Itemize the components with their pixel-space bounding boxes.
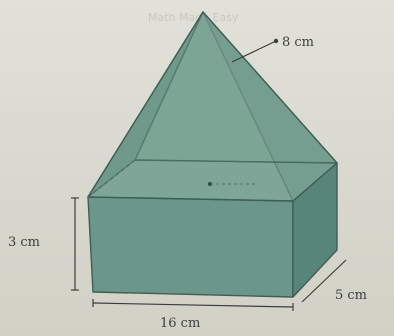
depth-label: 5 cm	[335, 288, 367, 303]
length-label: 16 cm	[160, 316, 200, 331]
prism-top-rectangle	[87, 159, 338, 198]
depth-dimension-line	[301, 259, 347, 303]
prism-front-face	[87, 196, 294, 298]
faded-header-text: Math Made Easy	[148, 11, 239, 24]
length-dimension-line	[92, 302, 294, 308]
length-dimension	[92, 299, 294, 311]
pyramid	[87, 11, 338, 202]
height-label: 3 cm	[8, 235, 40, 250]
slant-height-label: 8 cm	[282, 35, 314, 50]
depth-dimension	[301, 259, 347, 303]
prism-right-face	[292, 162, 338, 298]
height-dimension	[71, 197, 79, 291]
prism	[87, 159, 338, 298]
slant-height-pointer	[231, 40, 277, 63]
top-back-edge	[134, 159, 338, 164]
top-left-edge	[87, 159, 136, 198]
prism-top-face	[87, 159, 338, 202]
pointer-dot	[273, 38, 279, 44]
